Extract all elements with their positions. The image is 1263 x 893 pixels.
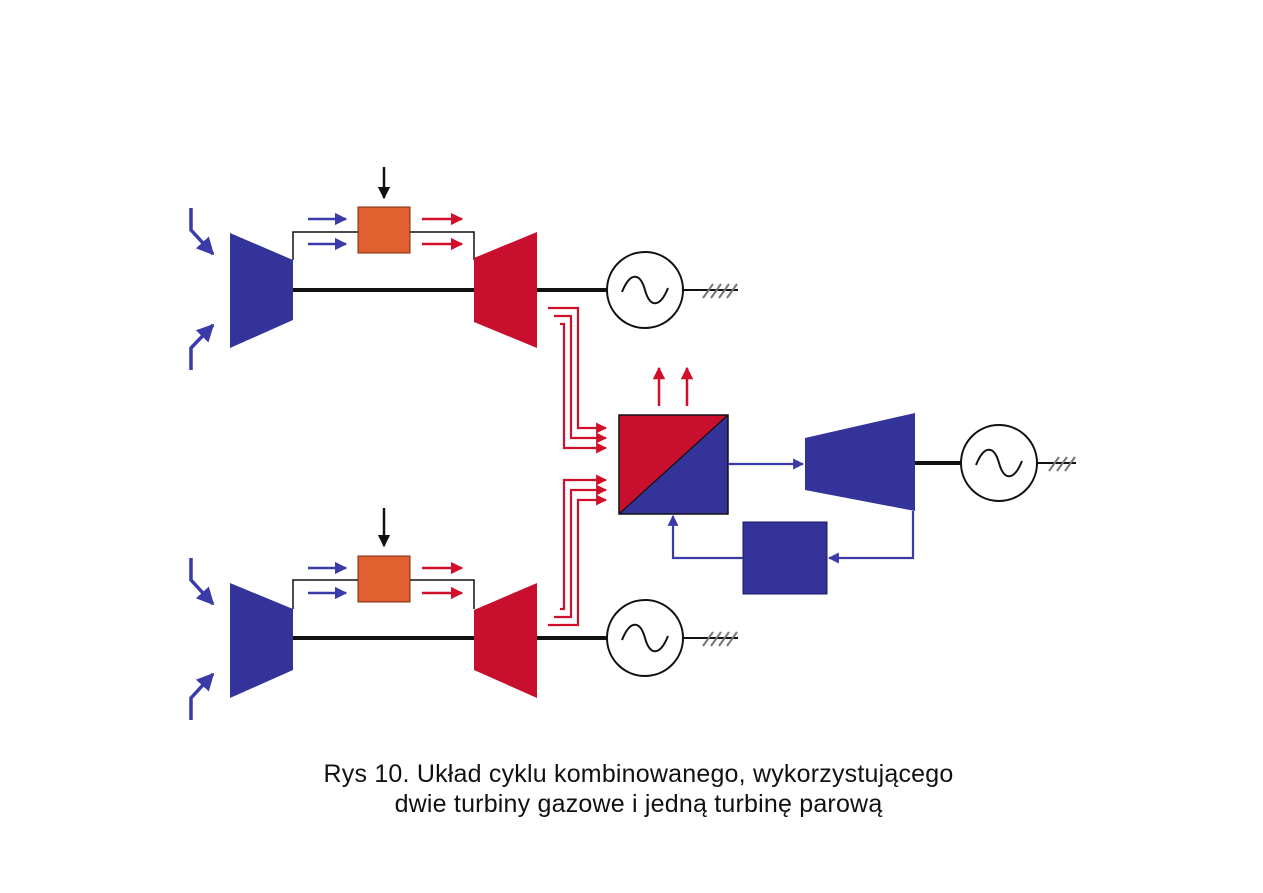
compressor-icon [230, 233, 293, 348]
air-inlet-arrow-top-upper [189, 208, 215, 256]
air-inlet-arrow-top-lower [189, 323, 215, 370]
sine-wave-icon [621, 623, 669, 653]
sine-wave-icon [621, 275, 669, 305]
turbine-icon [474, 583, 537, 698]
sine-wave-icon [975, 448, 1023, 478]
condensate-line-to-pump [827, 511, 915, 564]
ground-icon [1048, 456, 1076, 472]
square-pump-icon [742, 521, 828, 595]
gas-duct-bottom [410, 579, 475, 609]
ground-icon [702, 631, 738, 647]
generator-steam [960, 424, 1038, 502]
gas-turbine-unit-top [189, 167, 738, 370]
air-inlet-arrow-bottom-lower [189, 672, 215, 720]
square-combustor-icon [357, 555, 411, 603]
heat-recovery-steam-generator [618, 414, 729, 515]
square-combustor-icon [357, 206, 411, 254]
gas-turbine-unit-bottom [189, 508, 738, 720]
feedwater-line-to-hrsg [667, 514, 743, 560]
turbine-icon [474, 232, 537, 348]
ground-icon [702, 283, 738, 299]
air-duct-bottom [292, 579, 358, 609]
steam-turbine-unit [805, 413, 1076, 511]
figure-caption-line-1: Rys 10. Układ cyklu kombinowanego, wykor… [323, 760, 954, 788]
gas-duct-top [410, 231, 475, 260]
exhaust-ducts-bottom [548, 474, 608, 627]
exhaust-ducts-top [548, 306, 608, 454]
compressor-icon [230, 583, 293, 698]
figure-caption-line-2: dwie turbiny gazowe i jedną turbinę paro… [394, 790, 883, 818]
air-inlet-arrow-bottom-upper [189, 558, 215, 606]
generator-top [606, 251, 684, 329]
generator-bottom [606, 599, 684, 677]
turbine-icon [805, 413, 915, 511]
air-duct-top [292, 231, 358, 260]
